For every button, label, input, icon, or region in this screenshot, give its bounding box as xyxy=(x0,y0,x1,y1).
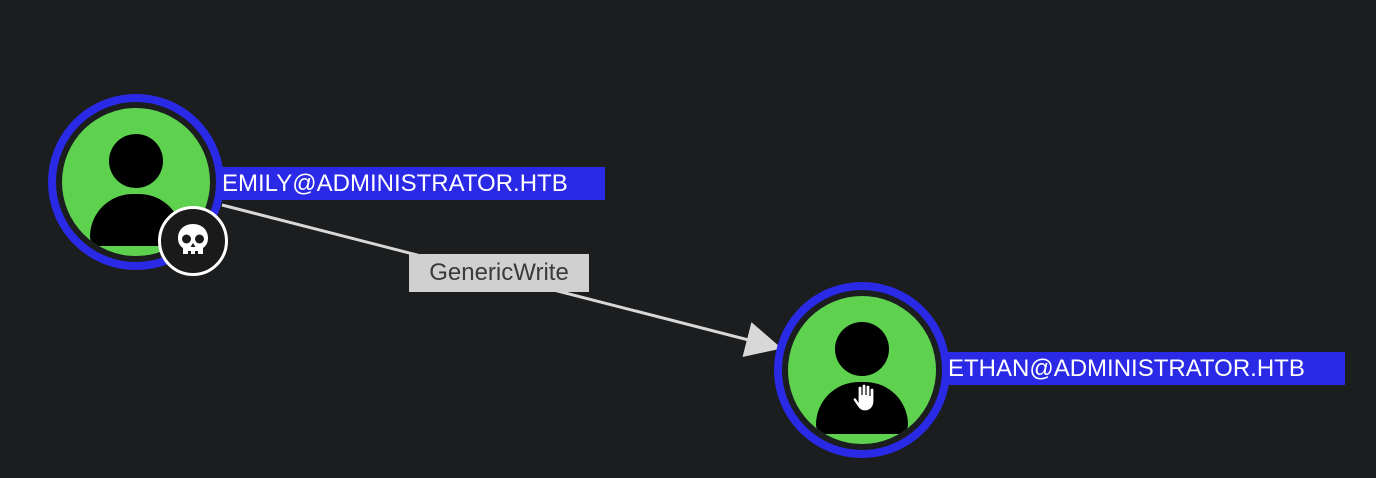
edge-label-generic-write[interactable]: GenericWrite xyxy=(409,254,589,292)
user-icon xyxy=(788,296,936,444)
user-head xyxy=(109,134,163,188)
skull-icon xyxy=(158,206,228,276)
hand-grab-icon xyxy=(852,383,875,412)
node-ethan[interactable] xyxy=(774,282,950,458)
node-label-ethan[interactable]: ETHAN@ADMINISTRATOR.HTB xyxy=(948,352,1345,385)
user-head xyxy=(835,322,889,376)
node-label-emily[interactable]: EMILY@ADMINISTRATOR.HTB xyxy=(222,167,605,200)
